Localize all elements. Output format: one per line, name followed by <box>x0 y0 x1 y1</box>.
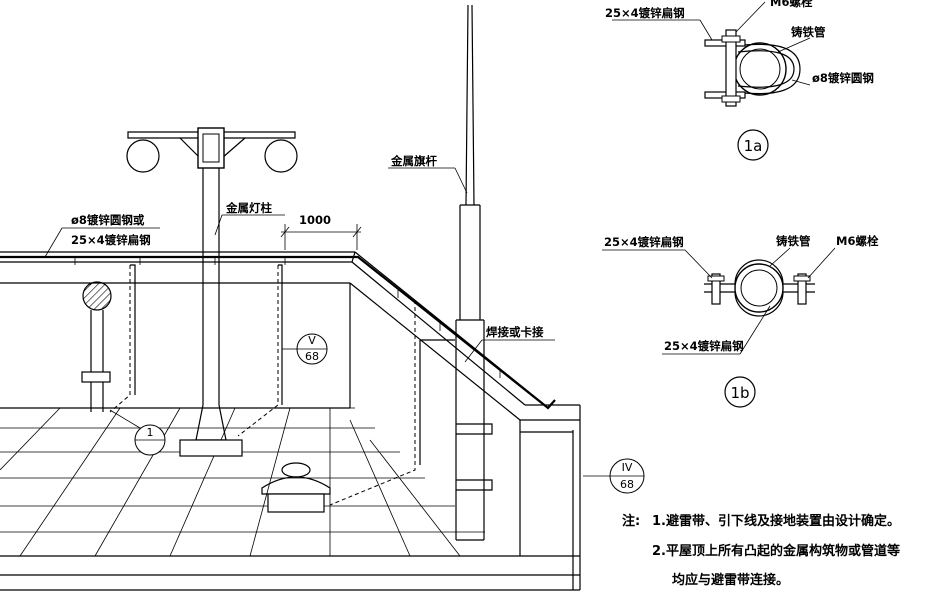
detail-1a-rod-label: ø8镀锌圆钢 <box>812 71 874 85</box>
note-line-2: 2.平屋顶上所有凸起的金属构筑物或管道等 <box>652 543 900 559</box>
lamp-post <box>126 127 298 457</box>
detail-1a-caption: 1a <box>744 137 763 155</box>
lamp-post-label: 金属灯柱 <box>225 201 272 215</box>
detail-1a-pipe-label: 铸铁管 <box>791 25 826 39</box>
detail-ref-1: 1 <box>109 409 166 456</box>
note-line-1: 1.避雷带、引下线及接地装置由设计确定。 <box>652 513 900 529</box>
detail-1b-strip-bottom-label: 25×4镀锌扁钢 <box>664 339 744 353</box>
notes-prefix: 注: <box>622 513 640 529</box>
parapet-wall <box>0 251 581 590</box>
detail-1a-strip-label: 25×4镀锌扁钢 <box>605 6 685 20</box>
note-line-3: 均应与避雷带连接。 <box>672 572 789 588</box>
ref-v68-top: V <box>308 334 316 347</box>
vent-pipe <box>81 281 112 412</box>
detail-1a <box>612 1 811 161</box>
ref-1-top: 1 <box>147 426 154 439</box>
lightning-strip <box>0 255 556 506</box>
dimension-1000: 1000 <box>299 213 331 227</box>
flagpole <box>455 4 493 541</box>
detail-ref-iv68: IV 68 <box>583 458 645 494</box>
ref-iv68-top: IV <box>622 461 633 474</box>
detail-1b <box>602 247 836 408</box>
flagpole-label: 金属旗杆 <box>390 154 437 168</box>
rod-or-strip-label-1: ø8镀锌圆钢或 <box>71 213 145 227</box>
detail-ref-v68: V 68 <box>282 333 328 365</box>
detail-1a-bolt-label: M6螺栓 <box>770 0 813 9</box>
roof-vent <box>261 462 331 513</box>
ref-iv68-bottom: 68 <box>620 478 634 491</box>
detail-1b-caption: 1b <box>730 384 749 402</box>
leaders <box>44 167 555 363</box>
weld-or-clamp-label: 焊接或卡接 <box>486 325 544 339</box>
detail-1b-strip-top-label: 25×4镀锌扁钢 <box>604 235 684 249</box>
detail-1b-pipe-label: 铸铁管 <box>776 234 811 248</box>
ref-v68-bottom: 68 <box>305 350 319 363</box>
detail-1b-bolt-label: M6螺栓 <box>836 234 879 248</box>
rod-or-strip-label-2: 25×4镀锌扁钢 <box>71 233 151 247</box>
